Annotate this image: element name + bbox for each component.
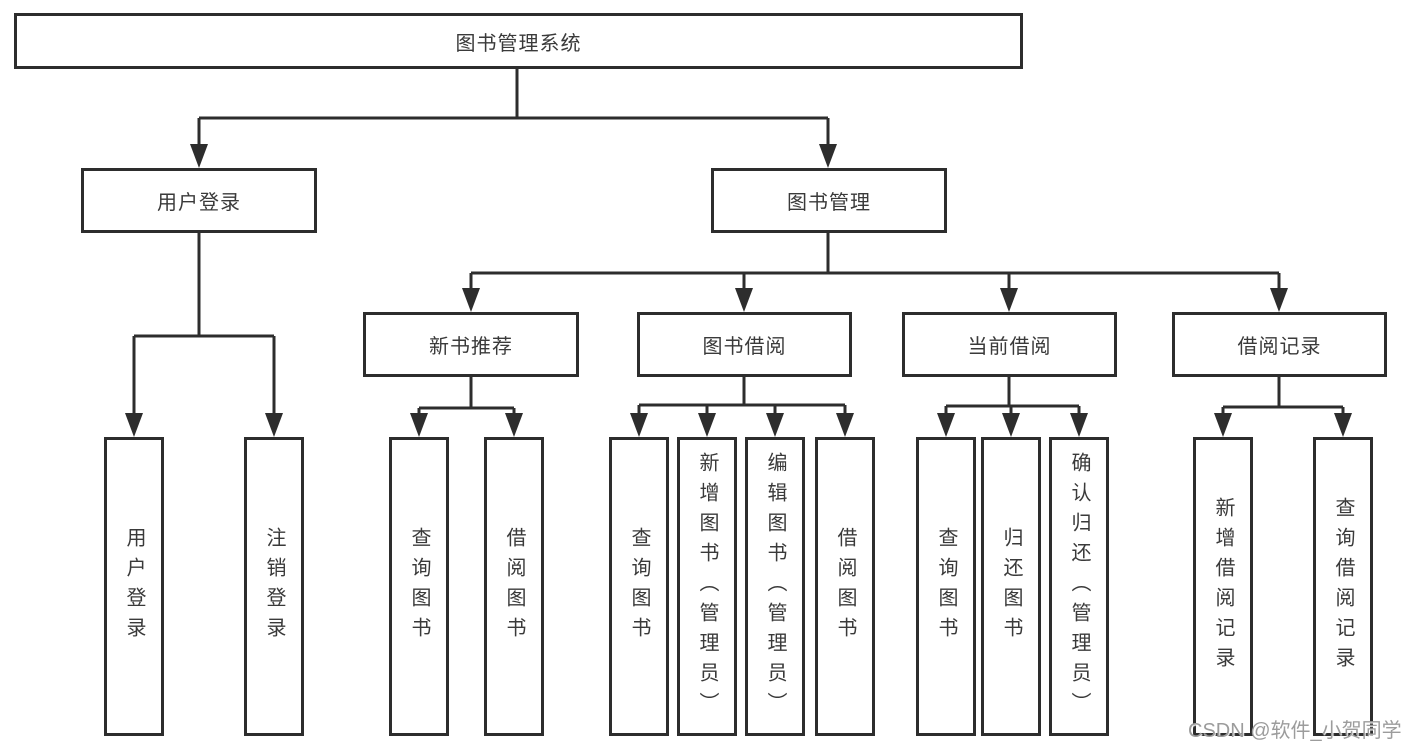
node-book-management: 图书管理 <box>711 168 947 233</box>
leaf-user-login: 用户登录 <box>104 437 164 736</box>
leaf-label: 编辑图书（管理员） <box>764 451 786 722</box>
leaf-label: 查询图书 <box>935 526 957 647</box>
leaf-add-book-admin: 新增图书（管理员） <box>677 437 737 736</box>
node-new-book-recommend: 新书推荐 <box>363 312 579 377</box>
leaf-label: 查询图书 <box>408 526 430 647</box>
leaf-label: 归还图书 <box>1000 526 1022 647</box>
leaf-logout: 注销登录 <box>244 437 304 736</box>
leaf-label: 查询借阅记录 <box>1332 496 1354 677</box>
leaf-edit-book-admin: 编辑图书（管理员） <box>745 437 805 736</box>
node-borrow-records: 借阅记录 <box>1172 312 1387 377</box>
leaf-label: 注销登录 <box>263 526 285 647</box>
leaf-query-borrow-record: 查询借阅记录 <box>1313 437 1373 736</box>
leaf-query-books-current: 查询图书 <box>916 437 976 736</box>
leaf-label: 借阅图书 <box>503 526 525 647</box>
leaf-borrow-books-recommend: 借阅图书 <box>484 437 544 736</box>
csdn-watermark: CSDN @软件_小贺同学 <box>1188 720 1402 742</box>
leaf-add-borrow-record: 新增借阅记录 <box>1193 437 1253 736</box>
arrowheads <box>125 144 1352 437</box>
leaf-label: 用户登录 <box>123 526 145 647</box>
leaf-label: 新增图书（管理员） <box>696 451 718 722</box>
node-user-login: 用户登录 <box>81 168 317 233</box>
leaf-label: 查询图书 <box>628 526 650 647</box>
leaf-return-books: 归还图书 <box>981 437 1041 736</box>
leaf-label: 新增借阅记录 <box>1212 496 1234 677</box>
node-book-borrow: 图书借阅 <box>637 312 852 377</box>
leaf-label: 借阅图书 <box>834 526 856 647</box>
leaf-label: 确认归还（管理员） <box>1068 451 1090 722</box>
leaf-query-books-recommend: 查询图书 <box>389 437 449 736</box>
leaf-borrow-books: 借阅图书 <box>815 437 875 736</box>
leaf-confirm-return-admin: 确认归还（管理员） <box>1049 437 1109 736</box>
node-current-borrow: 当前借阅 <box>902 312 1117 377</box>
node-root: 图书管理系统 <box>14 13 1023 69</box>
leaf-query-books-borrow: 查询图书 <box>609 437 669 736</box>
